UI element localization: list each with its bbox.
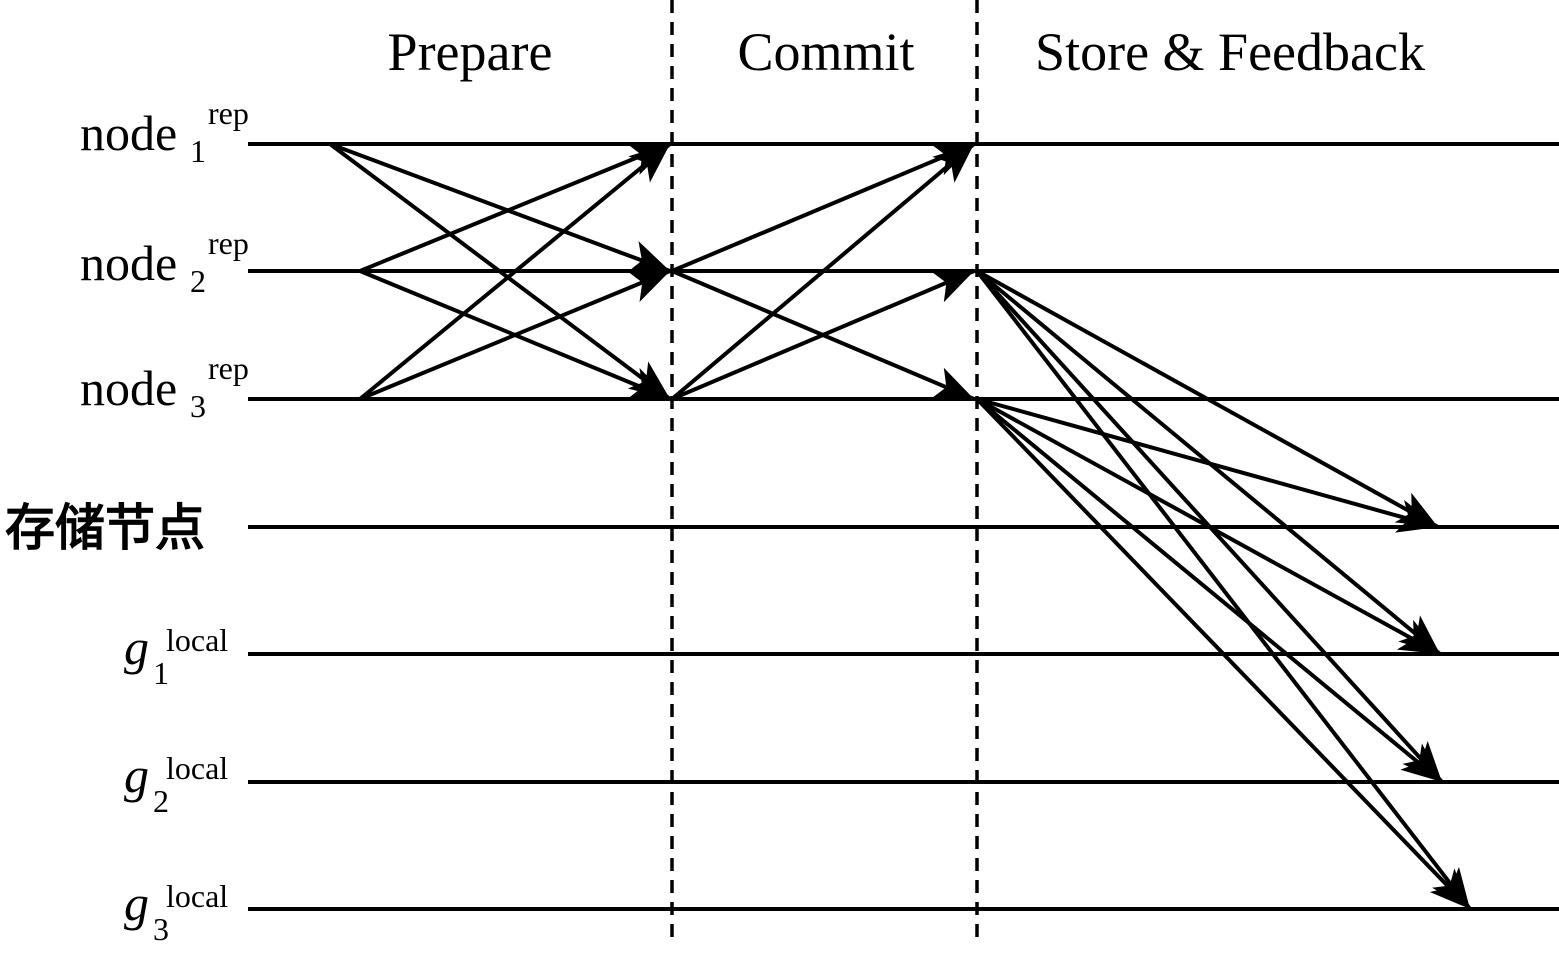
arrow-store-node2-to-g3 — [975, 269, 1472, 911]
arrow-prepare-node3-to-node2 — [359, 269, 671, 401]
phase-label-commit: Commit — [737, 22, 914, 82]
arrow-prepare-node1-to-node3 — [328, 142, 672, 401]
lane-label-storage: 存储节点 — [5, 499, 205, 557]
arrow-prepare-node2-to-node1 — [359, 142, 671, 273]
arrow-store-node3-to-storage — [976, 397, 1439, 533]
arrow-store-node3-to-g3 — [975, 397, 1472, 911]
arrow-prepare-node3-to-node1 — [358, 142, 672, 401]
arrow-commit-node2-to-node1 — [671, 142, 975, 273]
phase-label-prepare: Prepare — [388, 22, 553, 82]
arrow-store-node3-to-g2 — [975, 397, 1444, 784]
arrow-commit-node3-to-node2 — [671, 269, 975, 401]
message-arrows — [328, 142, 1472, 911]
arrow-commit-node3-to-node1 — [670, 142, 976, 401]
arrow-store-node3-to-g1 — [976, 397, 1441, 656]
arrow-prepare-node1-to-node2 — [329, 142, 671, 273]
arrow-store-node2-to-storage — [976, 269, 1439, 529]
phase-label-store-feedback: Store & Feedback — [1035, 22, 1425, 82]
